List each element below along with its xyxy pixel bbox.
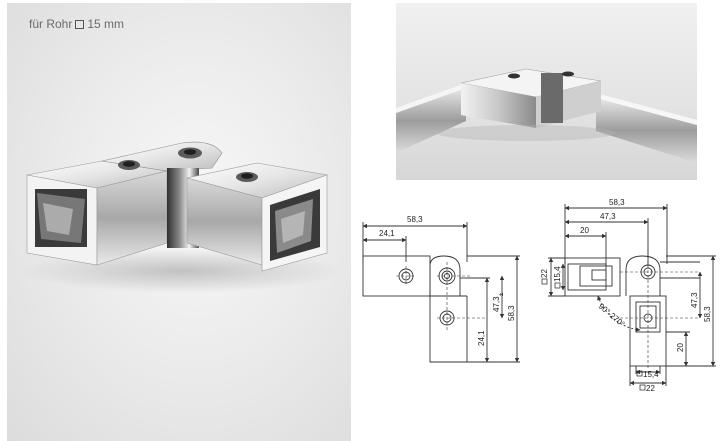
dim-bottom-15: 15,4 [643, 370, 659, 379]
dim-left-total-width: 58,3 [407, 215, 423, 224]
installed-illustration [396, 68, 697, 163]
tube-size-caption: für Rohr 15 mm [29, 17, 124, 31]
dim-right-total-width: 58,3 [609, 198, 625, 207]
dim-left-hole-offset: 24,1 [379, 229, 395, 238]
dim-right-hole-spacing: 47,3 [690, 292, 699, 308]
product-photo-main: für Rohr 15 mm [7, 3, 351, 441]
square-symbol-icon [541, 278, 548, 285]
dim-right-total-height: 58,3 [703, 306, 712, 322]
dim-right-square-22: 22 [540, 269, 549, 278]
drawing-side-view [548, 204, 716, 386]
dim-angle: 90°-270° [597, 302, 627, 329]
dim-right-square-15-group: 15,4 [553, 266, 562, 289]
dim-left-total-height: 58,3 [507, 305, 516, 321]
square-tube-icon [75, 20, 85, 29]
dim-right-vertical-20: 20 [676, 343, 685, 352]
dim-left-bottom-offset: 24,1 [477, 330, 486, 346]
dim-right-square-15: 15,4 [553, 266, 562, 282]
tolerance-mark: ± [499, 292, 505, 296]
dim-bottom-22-group: 22 [639, 384, 655, 391]
technical-drawings: 58,3 24,1 24,1 47,3 58,3 ± [362, 198, 716, 391]
dim-bottom-15-group: 15,4 [636, 370, 659, 379]
dim-right-inner-width: 47,3 [600, 212, 616, 221]
dim-left-hole-spacing: 47,3 [492, 296, 501, 312]
dim-right-tube-offset: 20 [580, 226, 589, 235]
dim-bottom-22: 22 [646, 384, 655, 391]
caption-prefix: für Rohr [29, 17, 73, 31]
dim-right-square-22-group: 22 [540, 269, 549, 285]
caption-suffix: 15 mm [87, 17, 125, 31]
product-photo-installed [396, 3, 697, 180]
drawing-top-view-labels: 58,3 24,1 24,1 47,3 58,3 ± [379, 215, 516, 346]
square-symbol-icon [639, 384, 646, 391]
connector-illustration [22, 141, 342, 293]
square-symbol-icon [554, 282, 561, 289]
square-symbol-icon [636, 370, 643, 377]
drawing-top-view [362, 222, 520, 363]
